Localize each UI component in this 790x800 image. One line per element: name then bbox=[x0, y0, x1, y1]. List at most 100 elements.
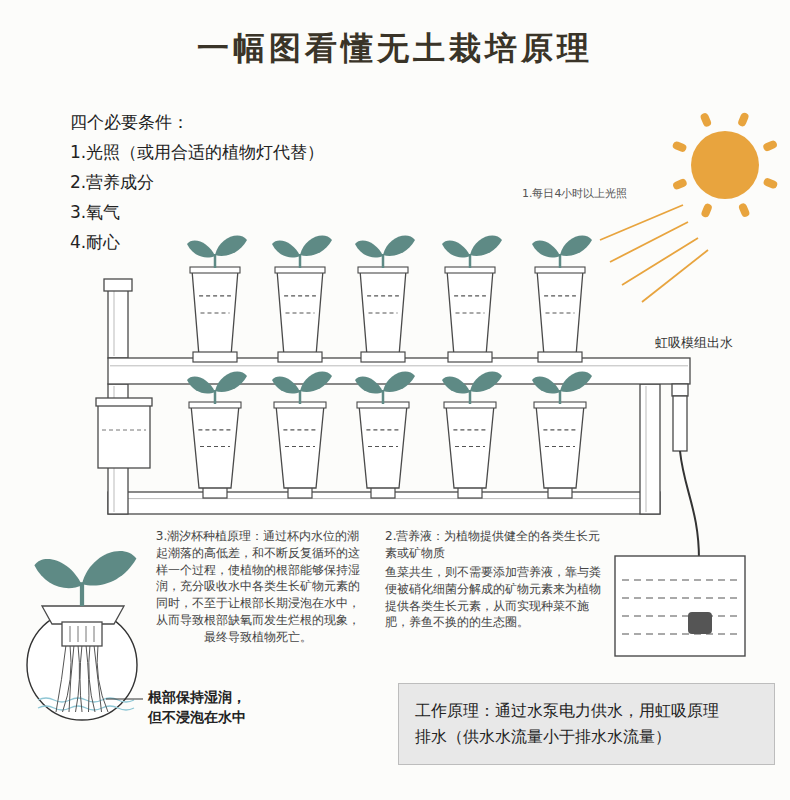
plant-leaf bbox=[383, 236, 415, 256]
sunlight-beam bbox=[600, 205, 683, 240]
water-level-dash bbox=[198, 429, 231, 430]
root bbox=[69, 645, 74, 712]
upper-tide-cup bbox=[192, 270, 238, 356]
water-level-dash bbox=[284, 295, 316, 296]
lower-tide-cup bbox=[191, 405, 239, 488]
sunlight-beam bbox=[610, 222, 688, 262]
sun-ray-shape bbox=[762, 139, 778, 152]
water-pump bbox=[688, 612, 712, 634]
plant-leaf bbox=[442, 376, 470, 393]
list-item: 2.营养成分 bbox=[70, 171, 154, 195]
root bbox=[94, 645, 102, 712]
root bbox=[89, 645, 95, 712]
upper-pipe-shade bbox=[110, 365, 688, 366]
upper-tide-cup bbox=[537, 270, 583, 356]
pipe-cap bbox=[104, 279, 132, 291]
plant-leaf bbox=[355, 376, 383, 393]
sun-ray bbox=[737, 112, 750, 128]
lower-tide-cup bbox=[359, 405, 407, 488]
root-cup-slot bbox=[86, 626, 87, 642]
sun-ray bbox=[762, 177, 778, 190]
right-riser-pipe bbox=[640, 384, 660, 514]
sun-ray bbox=[699, 112, 712, 128]
elbow-fitting bbox=[672, 384, 688, 396]
root-cup-slot bbox=[70, 626, 71, 642]
plant-sprout bbox=[187, 372, 247, 404]
water-level-dash bbox=[368, 446, 398, 447]
plant-leaf bbox=[34, 559, 82, 588]
plant-leaf bbox=[300, 236, 332, 256]
sun-ray-shape bbox=[737, 112, 750, 128]
leader-line bbox=[106, 698, 143, 699]
root-cup bbox=[62, 622, 102, 646]
cup-collar bbox=[278, 352, 322, 362]
water-level-dash bbox=[199, 295, 231, 296]
water-level-dash bbox=[367, 295, 399, 296]
tide-cup-note: 3.潮汐杯种植原理：通过杯内水位的潮起潮落的高低差，和不断反复循环的这样一个过程… bbox=[150, 528, 365, 646]
plant-leaf bbox=[215, 372, 247, 392]
plant-sprout bbox=[272, 236, 332, 268]
plant-leaf bbox=[560, 372, 592, 392]
sun-ray bbox=[672, 140, 688, 153]
water-level-dash bbox=[545, 446, 575, 447]
root bbox=[56, 645, 66, 712]
tank-water-dash bbox=[622, 633, 738, 634]
siphon-note: 虹吸模组出水 bbox=[655, 334, 733, 352]
water-level-dash bbox=[286, 312, 315, 313]
inlet-water-line bbox=[102, 430, 146, 431]
lower-tide-cup bbox=[536, 405, 584, 488]
sun-ray-shape bbox=[672, 140, 688, 153]
list-item: 3.氧气 bbox=[70, 201, 120, 225]
water-level-dash bbox=[454, 295, 486, 296]
upper-tide-cup bbox=[277, 270, 323, 356]
plant-sprout bbox=[355, 236, 415, 268]
sun-note: 1.每日4小时以上光照 bbox=[522, 186, 628, 201]
sun bbox=[691, 131, 759, 199]
root bbox=[86, 645, 89, 712]
tank-water-dash bbox=[622, 615, 738, 616]
list-heading: 四个必要条件： bbox=[70, 111, 189, 135]
root bbox=[76, 645, 80, 712]
diagram-title: 一幅图看懂无土栽培原理 bbox=[0, 26, 790, 71]
sun-ray-shape bbox=[672, 178, 688, 191]
root-cup-slot bbox=[78, 626, 79, 642]
right-riser-pipe-shade bbox=[646, 386, 647, 512]
plant-sprout bbox=[355, 372, 415, 404]
cup-collar bbox=[448, 352, 492, 362]
water-level-dash bbox=[544, 295, 576, 296]
water-level-dash bbox=[453, 429, 486, 430]
plant-leaf bbox=[383, 372, 415, 392]
water-level-dash bbox=[369, 312, 398, 313]
root-callout: 根部保持湿润，但不浸泡在水中 bbox=[148, 688, 250, 727]
plant-leaf bbox=[215, 236, 247, 256]
plant-leaf bbox=[470, 372, 502, 392]
plant-leaf bbox=[272, 240, 300, 257]
left-top-pipe bbox=[108, 285, 128, 358]
cup-collar bbox=[538, 352, 582, 362]
water-level-dash bbox=[201, 312, 230, 313]
root-cup-slot bbox=[94, 626, 95, 642]
water-level-dash bbox=[285, 446, 315, 447]
sunlight-beam bbox=[622, 238, 698, 285]
sunlight-beam bbox=[642, 250, 708, 302]
sun-ray bbox=[738, 202, 751, 218]
plant-sprout bbox=[34, 551, 136, 606]
plant-leaf bbox=[442, 240, 470, 257]
plant-leaf bbox=[355, 240, 383, 257]
plant-sprout bbox=[442, 236, 502, 268]
lower-tide-cup bbox=[446, 405, 494, 488]
plant-leaf bbox=[272, 376, 300, 393]
water-level-dash bbox=[455, 446, 485, 447]
water-level-dash bbox=[283, 429, 316, 430]
zoom-circle bbox=[27, 610, 137, 720]
left-top-pipe-shade bbox=[114, 287, 115, 356]
nutrient-body: 鱼菜共生，则不需要添加营养液，靠与粪便被硝化细菌分解成的矿物元素来为植物提供各类… bbox=[385, 564, 610, 631]
tank-water-dash bbox=[622, 579, 738, 580]
plant-sprout bbox=[272, 372, 332, 404]
water-ripple bbox=[38, 706, 134, 710]
plant-leaf bbox=[187, 240, 215, 257]
plant-leaf bbox=[300, 372, 332, 392]
water-level-dash bbox=[200, 446, 230, 447]
tank-water-dash bbox=[622, 597, 738, 598]
